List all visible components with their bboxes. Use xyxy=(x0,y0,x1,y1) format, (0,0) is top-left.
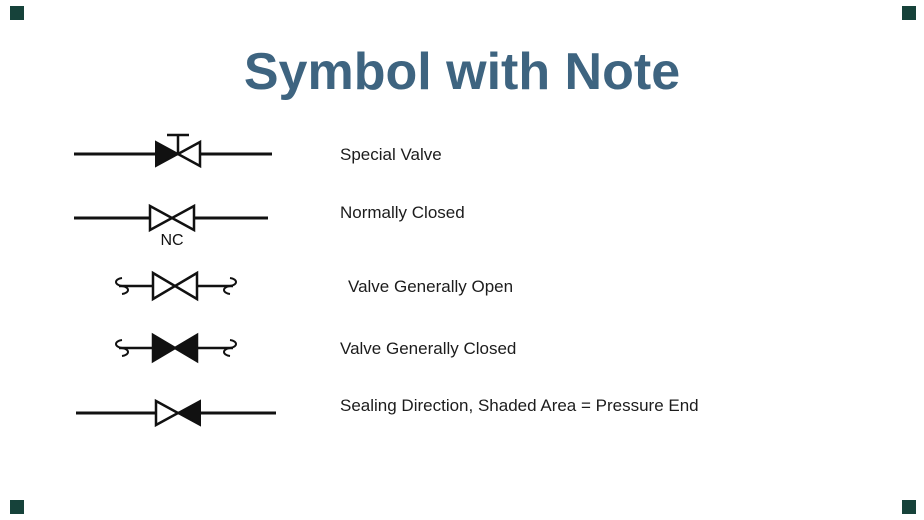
corner-marker-bottom-right xyxy=(902,500,916,514)
valve-generally-closed-icon xyxy=(115,332,237,364)
row-label-sealing-direction: Sealing Direction, Shaded Area = Pressur… xyxy=(340,396,699,415)
row-label-valve-generally-closed: Valve Generally Closed xyxy=(340,339,517,358)
corner-marker-bottom-left xyxy=(10,500,24,514)
row-label-normally-closed: Normally Closed xyxy=(340,203,465,222)
row-label-valve-generally-open: Valve Generally Open xyxy=(348,277,514,296)
page-title: Symbol with Note xyxy=(243,43,681,101)
corner-marker-top-right xyxy=(902,6,916,20)
nc-note-text: NC xyxy=(160,232,183,249)
sealing-direction-valve-icon xyxy=(76,398,276,428)
normally-closed-valve-icon: NC xyxy=(74,203,268,249)
special-valve-icon xyxy=(74,133,272,169)
valve-generally-open-icon xyxy=(115,270,237,302)
row-label-special-valve: Special Valve xyxy=(340,145,442,164)
corner-marker-top-left xyxy=(10,6,24,20)
